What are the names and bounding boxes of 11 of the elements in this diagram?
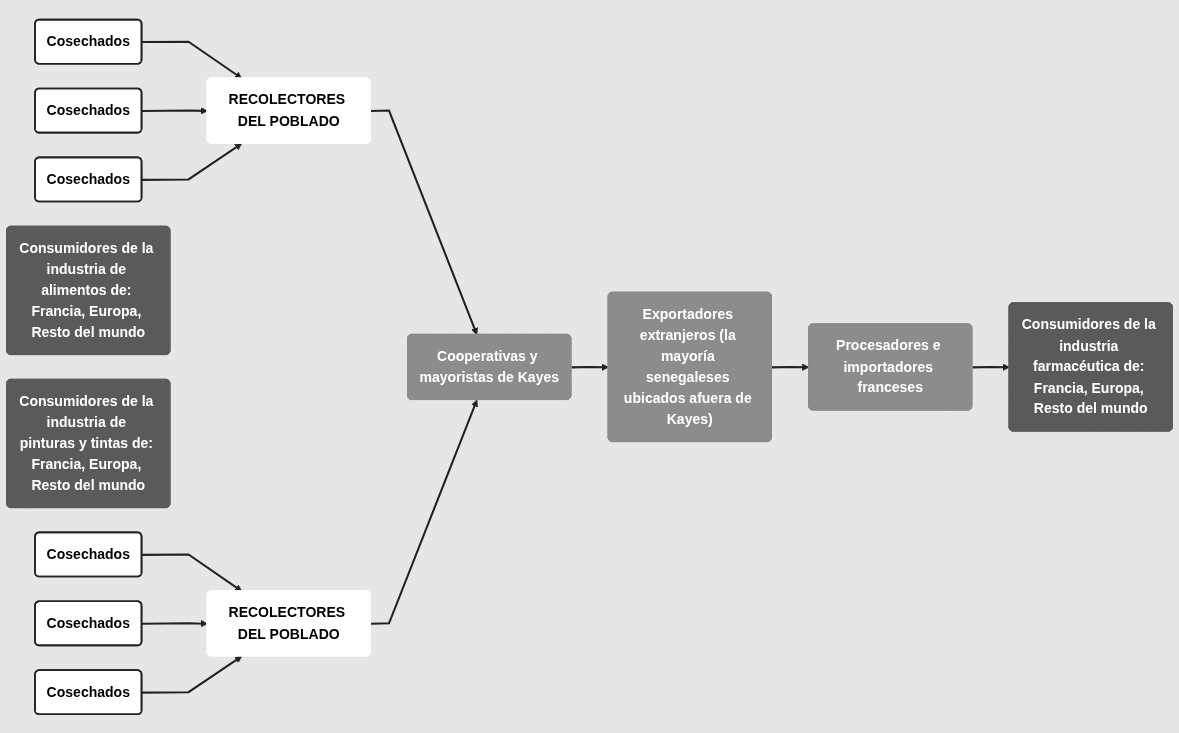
arrow [141,655,243,694]
arrow [141,40,243,79]
arrow [141,106,208,114]
arrow [972,363,1010,371]
arrow [370,109,478,335]
arrow [370,399,478,625]
arrow [571,363,609,371]
arrow [141,619,208,627]
arrow [141,552,243,592]
arrow [141,142,243,181]
arrow [771,363,810,371]
